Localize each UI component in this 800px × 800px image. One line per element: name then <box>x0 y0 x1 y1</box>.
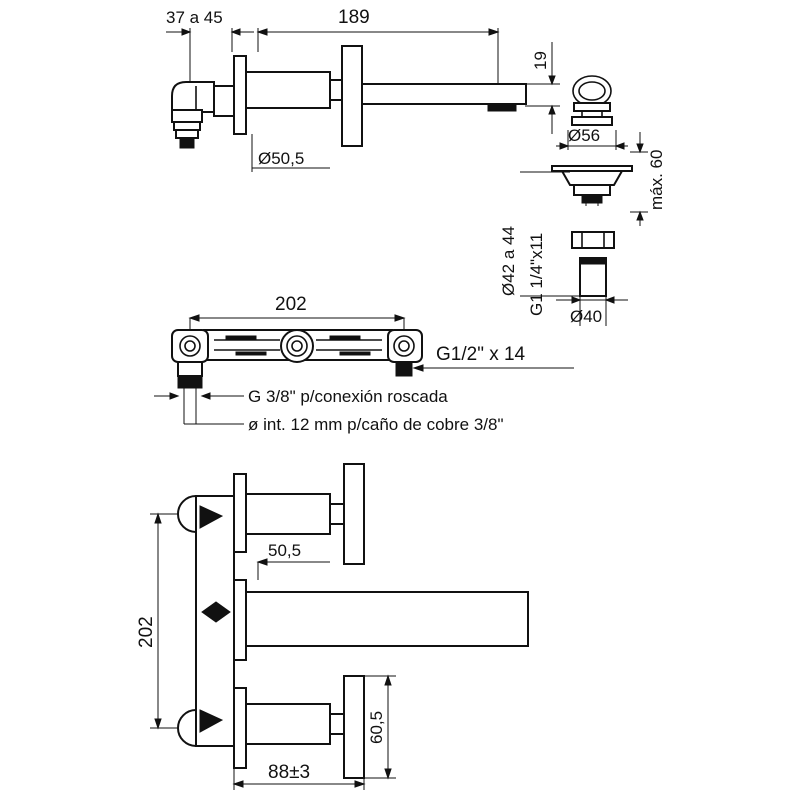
body-note-pipe: ø int. 12 mm p/caño de cobre 3/8" <box>248 415 504 434</box>
drain-dim-max: máx. 60 <box>647 150 666 210</box>
top-view: 37 a 45 189 19 <box>166 7 560 172</box>
body-dim-thread: G1/2" x 14 <box>436 344 526 365</box>
body-note-thread: G 3/8" p/conexión roscada <box>248 387 448 406</box>
front-dim-height: 202 <box>136 616 157 648</box>
front-dim-handle: 60,5 <box>367 711 386 744</box>
front-dim-offset: 50,5 <box>268 541 301 560</box>
drain-dim-thread: G1 1/4"x11 <box>527 233 546 316</box>
drain-dim-top: Ø56 <box>568 126 600 145</box>
dim-length-label: 189 <box>338 7 370 28</box>
dim-height-label: 19 <box>531 51 550 70</box>
front-dim-depth: 88±3 <box>268 762 310 783</box>
front-view: 202 50,5 60,5 <box>136 463 529 790</box>
body-dim-width: 202 <box>275 294 307 315</box>
rough-in-body: 202 G1/2" x 14 G 3/8" p <box>154 294 574 434</box>
drain-dim-range: Ø42 a 44 <box>499 226 518 296</box>
drain-assembly: Ø56 máx. 60 Ø42 a 44 G1 1/4"x11 <box>499 75 666 326</box>
dim-offset-label: 37 a 45 <box>166 8 223 27</box>
dim-plate-label: Ø50,5 <box>258 149 304 168</box>
drain-dim-bottom: Ø40 <box>570 307 602 326</box>
